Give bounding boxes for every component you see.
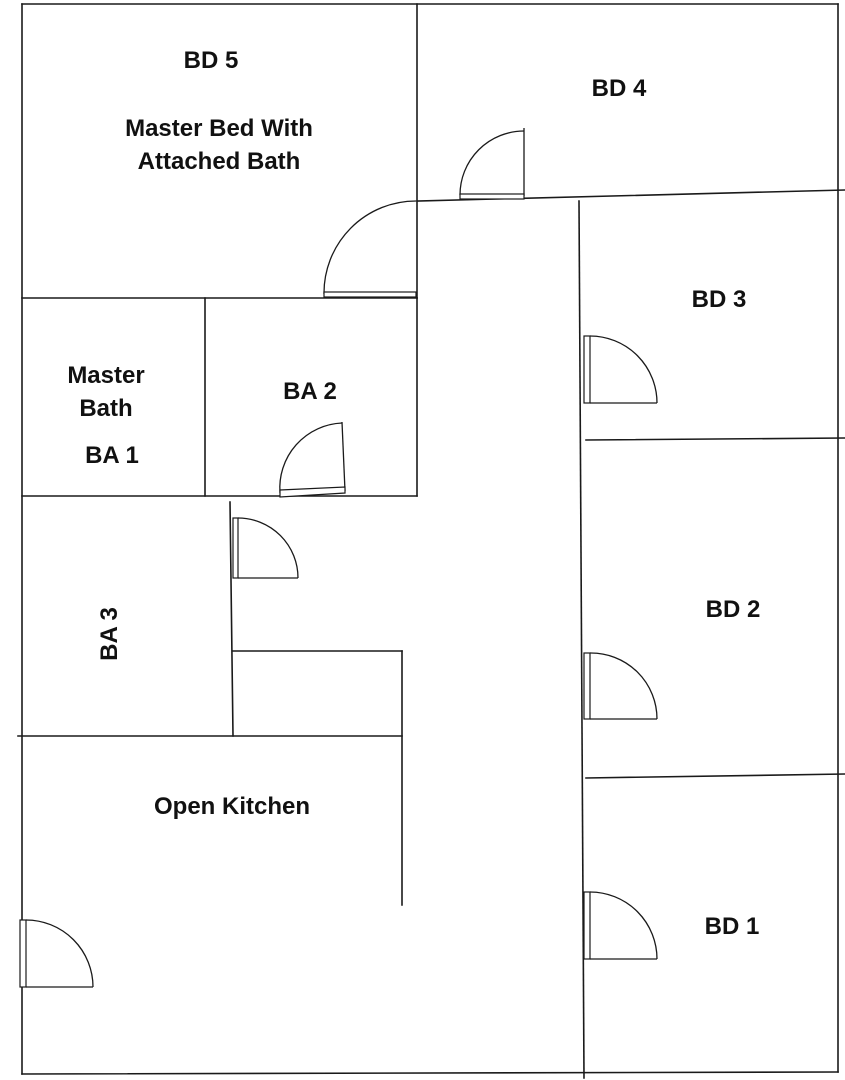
wall-bd3-bd2	[585, 437, 845, 441]
label-bd2: BD 2	[706, 596, 761, 623]
wall-corridor-right	[578, 200, 585, 1079]
door-bd2	[583, 652, 658, 720]
door-bd1-leaf	[583, 891, 591, 960]
door-bd3	[583, 335, 658, 404]
label-ba1-code: BA 1	[85, 442, 139, 469]
door-ba2-swing-arc	[279, 422, 343, 494]
label-bd5-description-1: Master Bed With	[125, 115, 313, 142]
door-entrance-swing-arc	[25, 919, 94, 988]
label-kitchen: Open Kitchen	[154, 793, 310, 820]
door-ba3-swing-arc	[237, 517, 299, 579]
label-bd5-description-2: Attached Bath	[138, 148, 301, 175]
door-ba2-jamb	[341, 421, 346, 492]
door-bd5-swing-arc	[323, 200, 417, 295]
door-bd4-leaf	[459, 193, 525, 200]
door-bd5-leaf	[323, 291, 417, 298]
door-entrance-leaf	[19, 919, 27, 988]
label-ba1-name-2: Bath	[79, 395, 132, 422]
door-bd3-swing-arc	[589, 335, 658, 404]
door-bd4-swing-arc	[459, 130, 525, 196]
room-labels: BD 5 Master Bed With Attached Bath BD 4 …	[67, 47, 760, 940]
door-bd1	[583, 891, 658, 960]
door-bd4	[459, 128, 525, 200]
door-bd5	[323, 200, 417, 298]
doors	[19, 128, 658, 988]
label-bd1: BD 1	[705, 913, 760, 940]
door-ba3-leaf	[232, 517, 239, 579]
door-bd3-leaf	[583, 335, 591, 404]
door-ba2-leaf	[279, 486, 346, 498]
door-ba2	[279, 421, 346, 498]
label-bd3: BD 3	[692, 286, 747, 313]
label-bd5: BD 5	[184, 47, 239, 74]
label-ba1-name-1: Master	[67, 362, 144, 389]
label-ba2: BA 2	[283, 378, 337, 405]
door-bd2-swing-arc	[589, 652, 658, 720]
label-bd4: BD 4	[592, 75, 647, 102]
wall-bd2-bd1	[585, 773, 845, 779]
door-bd1-swing-arc	[589, 891, 658, 960]
label-ba3: BA 3	[96, 607, 123, 661]
door-ba3	[232, 517, 299, 579]
door-bd2-leaf	[583, 652, 591, 720]
outer-wall-bottom	[21, 1071, 839, 1075]
wall-ba3-right	[229, 501, 234, 737]
door-entrance	[19, 919, 94, 988]
